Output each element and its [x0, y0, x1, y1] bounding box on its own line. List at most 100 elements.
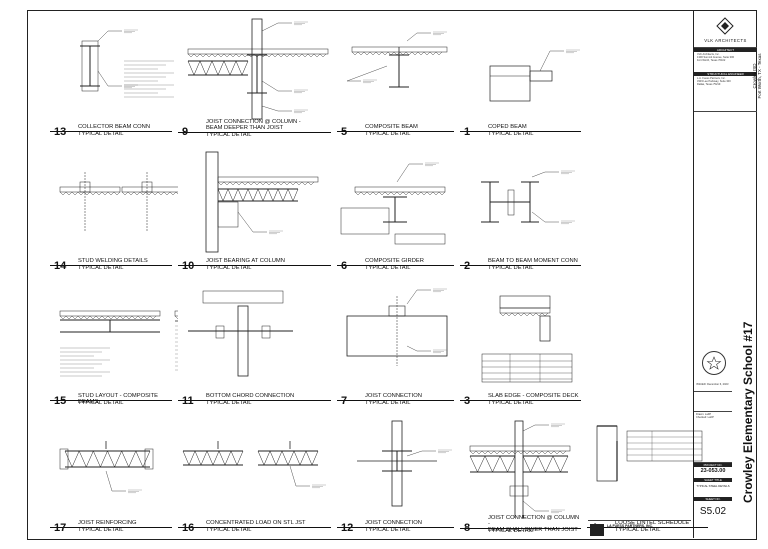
- detail-drawing-4: [596, 425, 703, 482]
- detail-number: 3: [464, 395, 471, 407]
- detail-name: JOIST REINFORCING: [78, 520, 137, 526]
- detail-number: 11: [182, 395, 194, 407]
- title-rule: [178, 527, 331, 528]
- detail-drawing-14: [59, 172, 178, 232]
- firm-logo: [716, 17, 734, 35]
- revision-block: Drawn: LaFP Checked: LaFP: [696, 413, 714, 420]
- detail-type: TYPICAL DETAIL: [488, 265, 534, 271]
- detail-drawing-16: [182, 441, 326, 488]
- detail-number: 2: [464, 260, 471, 272]
- detail-number: 13: [54, 126, 67, 138]
- sheet-title: TYPICAL STEEL DETAILS: [696, 484, 730, 488]
- structural-info: L.A. Fuess Partners, Inc. 3333 Lee Parkw…: [697, 77, 731, 87]
- detail-name: COPED BEAM: [488, 124, 527, 130]
- detail-number: 17: [54, 522, 67, 534]
- detail-drawing-2: [481, 170, 575, 224]
- detail-drawing-3: [481, 295, 573, 383]
- title-rule: [337, 131, 454, 132]
- detail-name: STUD WELDING DETAILS: [78, 258, 148, 264]
- detail-type: TYPICAL DETAIL: [78, 265, 124, 271]
- project-no: 23-053.00: [700, 468, 726, 474]
- detail-type: TYPICAL DETAIL: [78, 131, 124, 137]
- detail-drawing-1: [489, 49, 580, 102]
- detail-type: TYPICAL DETAIL: [365, 131, 411, 137]
- detail-type: TYPICAL DETAIL: [615, 527, 661, 533]
- title-rule: [460, 131, 581, 132]
- detail-drawing-15: [59, 310, 178, 377]
- detail-drawing-6: [340, 162, 446, 245]
- detail-drawing-12: [357, 420, 452, 507]
- detail-number: 5: [341, 126, 348, 138]
- sheet-title-label: SHEET TITLE: [694, 478, 732, 482]
- detail-number: 7: [341, 395, 348, 407]
- detail-type: TYPICAL DETAIL: [78, 400, 124, 406]
- detail-number: 12: [341, 522, 354, 534]
- title-rule: [50, 265, 172, 266]
- detail-type: TYPICAL DETAIL: [365, 527, 411, 533]
- title-rule: [178, 265, 331, 266]
- detail-type: TYPICAL DETAIL: [488, 131, 534, 137]
- issue-date: ISSUED: December 6, 2023: [696, 383, 729, 386]
- stamp-firm: LA FUESS PARTNERS, INC.: [607, 524, 654, 528]
- detail-name: COMPOSITE GIRDER: [365, 258, 424, 264]
- architect-label: ARCHITECT: [694, 48, 757, 52]
- architect-info: VLK Architects, Inc. 1300 Summit Avenue,…: [697, 53, 735, 63]
- title-rule: [460, 528, 581, 529]
- title-rule: [337, 265, 454, 266]
- detail-name: JOIST CONNECTION: [365, 393, 422, 399]
- detail-drawing-17: [59, 441, 154, 493]
- title-rule: [337, 400, 454, 401]
- detail-type: TYPICAL DETAIL: [206, 527, 252, 533]
- client-side-title: Crowley ISD Fort Worth, TX - Texas: [752, 53, 762, 99]
- project-title: Crowley Elementary School #17: [741, 321, 755, 503]
- title-rule: [460, 400, 581, 401]
- detail-drawing-5: [346, 31, 448, 88]
- detail-number: 1: [464, 126, 471, 138]
- detail-number: 10: [182, 260, 195, 272]
- detail-name: JOIST CONNECTION @ COLUMN - BEAM SHALLOW…: [488, 515, 580, 533]
- detail-type: TYPICAL DETAIL: [365, 400, 411, 406]
- detail-name: JOIST CONNECTION @ COLUMN - BEAM DEEPER …: [206, 119, 301, 131]
- detail-name: JOIST BEARING AT COLUMN: [206, 258, 285, 264]
- detail-type: TYPICAL DETAIL: [488, 400, 534, 406]
- detail-drawing-11: [188, 290, 293, 377]
- detail-drawing-8: [469, 420, 571, 518]
- detail-number: 16: [182, 522, 195, 534]
- sheet-no-label: SHEET NO.: [694, 497, 732, 501]
- detail-name: LOOSE LINTEL SCHEDULE: [615, 520, 690, 526]
- detail-name: BEAM TO BEAM MOMENT CONN: [488, 258, 578, 264]
- detail-name: BOTTOM CHORD CONNECTION: [206, 393, 295, 399]
- title-block: VLK ARCHITECTS ARCHITECT VLK Architects,…: [693, 11, 762, 538]
- detail-number: 15: [54, 395, 67, 407]
- detail-name: COMPOSITE BEAM: [365, 124, 418, 130]
- detail-drawing-7: [346, 288, 448, 366]
- detail-type: TYPICAL DETAIL: [206, 400, 252, 406]
- detail-drawing-9: [187, 18, 329, 120]
- firm-name: VLK ARCHITECTS: [704, 38, 747, 43]
